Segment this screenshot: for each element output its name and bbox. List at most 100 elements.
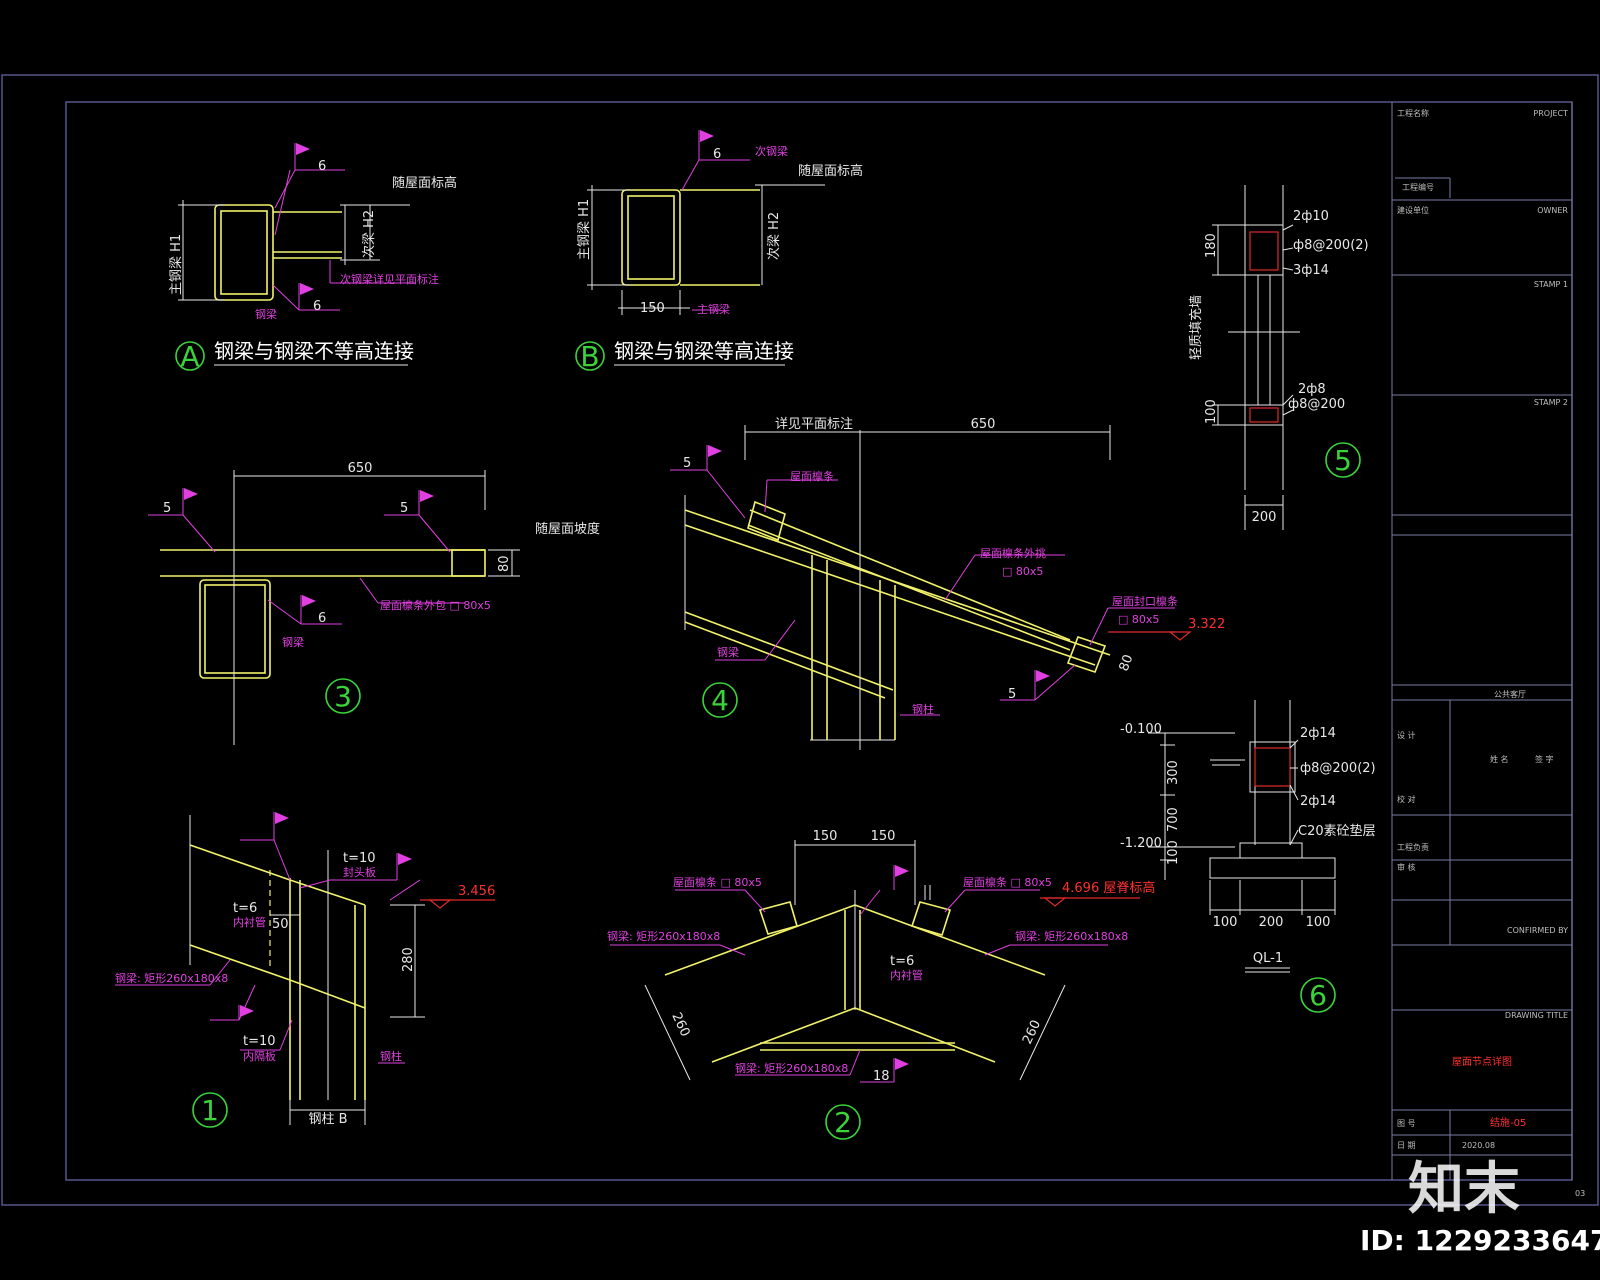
detail-2-h1: 260 <box>668 1010 692 1039</box>
detail-2: 2 150 150 屋面檩条 □ 80x5 屋面檩条 □ 80x5 4.696 … <box>607 829 1155 1140</box>
detail-5-r5: ф8@200 <box>1288 397 1345 412</box>
tb-check: 校 对 <box>1397 794 1416 804</box>
tb-date: 2020.08 <box>1462 1141 1495 1150</box>
detail-a-weld: 6 <box>318 159 326 174</box>
detail-b-main-beam: 主钢梁 H1 <box>577 199 592 260</box>
tb-date-label: 日 期 <box>1397 1141 1416 1150</box>
detail-1-beam: 钢梁: 矩形260x180x8 <box>115 971 228 985</box>
watermark: 知末 ID: 1229233647 <box>1360 1157 1600 1257</box>
detail-3-steel: 钢梁 <box>282 635 304 649</box>
detail-2-b1: 钢梁: 矩形260x180x8 <box>607 929 720 943</box>
tb-owner: 建设单位 <box>1397 205 1429 215</box>
detail-2-d2: 150 <box>871 829 896 844</box>
detail-a-title: 钢梁与钢梁不等高连接 <box>214 339 414 363</box>
detail-4-purlin: 屋面檩条 <box>790 469 834 483</box>
tb-drawing-title-label: DRAWING TITLE <box>1505 1011 1568 1020</box>
detail-4-dim-label: 详见平面标注 <box>775 417 853 432</box>
detail-1-t3b: 内隔板 <box>243 1049 276 1063</box>
detail-5-number: 5 <box>1334 444 1352 477</box>
detail-5-h1: 180 <box>1204 233 1219 258</box>
detail-a-steel: 钢梁 <box>255 307 277 321</box>
detail-5-w: 200 <box>1252 510 1277 525</box>
detail-5-r2: ф8@200(2) <box>1293 238 1369 253</box>
tb-drawing-no-label: 图 号 <box>1397 1119 1416 1128</box>
tb-confirmed: CONFIRMED BY <box>1507 926 1568 935</box>
detail-2-b2: 钢梁: 矩形260x180x8 <box>1015 929 1128 943</box>
tb-sig: 签 字 <box>1535 754 1554 764</box>
tb-recorded: 公共客厅 <box>1494 689 1526 699</box>
detail-6-e2: -1.200 <box>1120 836 1162 851</box>
tb-name: 姓 名 <box>1490 754 1509 764</box>
detail-b-sec: 次钢梁 <box>755 144 788 158</box>
detail-6-h3: 100 <box>1166 840 1181 865</box>
detail-4-w2: 5 <box>1008 687 1016 702</box>
detail-6-e1: -0.100 <box>1120 722 1162 737</box>
detail-6-h1: 300 <box>1166 760 1181 785</box>
detail-3-h: 80 <box>497 555 512 572</box>
tb-chief: 工程负责 <box>1397 842 1429 852</box>
detail-6-r3: 2ф14 <box>1300 794 1336 809</box>
detail-2-t: t=6 <box>890 954 914 969</box>
detail-b: B 钢梁与钢梁等高连接 6 次钢梁 随屋面标高 150 主钢梁 主钢梁 H1 次… <box>575 130 863 373</box>
detail-1-t3: t=10 <box>243 1034 276 1049</box>
tb-stamp1: STAMP 1 <box>1534 280 1568 289</box>
detail-3-dim: 650 <box>348 461 373 476</box>
detail-4-p2b: □ 80x5 <box>1002 565 1043 578</box>
detail-1-t2b: 内衬管 <box>233 915 266 929</box>
tb-sheet: 03 <box>1575 1189 1585 1198</box>
detail-5-r1: 2ф10 <box>1293 209 1329 224</box>
detail-a-sec: 次梁 H2 <box>361 210 377 258</box>
detail-4-elev: 3.322 <box>1188 617 1225 632</box>
detail-b-main: 主钢梁 <box>697 302 730 316</box>
detail-2-elev: 4.696 屋脊标高 <box>1062 880 1155 896</box>
detail-4-p2a: 屋面檩条外挑 <box>980 546 1046 560</box>
watermark-id: ID: 1229233647 <box>1360 1224 1600 1257</box>
detail-2-number: 2 <box>834 1106 852 1139</box>
detail-5-wall: 轻质填充墙 <box>1188 295 1204 360</box>
tb-owner-label: OWNER <box>1537 206 1568 215</box>
detail-6-number: 6 <box>1309 979 1327 1012</box>
detail-1-colB: 钢柱 B <box>308 1112 347 1127</box>
detail-1-number: 1 <box>201 1094 219 1127</box>
detail-6-w3: 100 <box>1306 915 1331 930</box>
detail-6-r2: ф8@200(2) <box>1300 761 1376 776</box>
detail-1-d280: 280 <box>401 947 416 972</box>
detail-1-t1: t=10 <box>343 851 376 866</box>
detail-2-d1: 150 <box>813 829 838 844</box>
detail-6-w1: 100 <box>1213 915 1238 930</box>
tb-approve: 审 核 <box>1397 862 1416 872</box>
tb-design: 设 计 <box>1397 730 1416 740</box>
watermark-brand: 知末 <box>1408 1157 1520 1222</box>
detail-1-elev: 3.456 <box>458 884 495 899</box>
detail-2-h2: 260 <box>1020 1018 1044 1047</box>
detail-4-beam: 钢梁 <box>717 645 739 659</box>
detail-6-name: QL-1 <box>1253 951 1283 966</box>
detail-2-w: 18 <box>873 1069 890 1084</box>
detail-1-d50: 50 <box>272 917 289 932</box>
detail-2-b3: 钢梁: 矩形260x180x8 <box>735 1061 848 1075</box>
detail-1: 1 t=10 封头板 t=6 内衬管 t=10 内隔板 50 280 钢梁: 矩… <box>115 812 495 1128</box>
detail-a-elev: 随屋面标高 <box>392 175 457 191</box>
detail-b-dim: 150 <box>640 301 665 316</box>
detail-3-w1: 5 <box>163 501 171 516</box>
detail-5: 5 2ф10 ф8@200(2) 3ф14 2ф8 ф8@200 180 100… <box>1188 185 1369 530</box>
detail-b-title: 钢梁与钢梁等高连接 <box>614 339 794 363</box>
detail-a-note: 次钢梁详见平面标注 <box>340 272 439 286</box>
detail-2-p1: 屋面檩条 □ 80x5 <box>673 875 762 889</box>
detail-3-elev: 随屋面坡度 <box>535 521 600 537</box>
tb-drawing-title: 屋面节点详图 <box>1452 1055 1512 1068</box>
tb-project-label: PROJECT <box>1533 109 1568 118</box>
detail-3-number: 3 <box>334 680 352 713</box>
detail-6-h2: 700 <box>1166 807 1181 832</box>
detail-4-w1: 5 <box>683 456 691 471</box>
detail-2-tb: 内衬管 <box>890 968 923 982</box>
tb-drawing-no: 结施-05 <box>1490 1116 1526 1129</box>
detail-1-col: 钢柱 <box>380 1049 402 1063</box>
outer-frame <box>1 74 1599 1206</box>
detail-4-number: 4 <box>711 684 729 717</box>
detail-6-w2: 200 <box>1259 915 1284 930</box>
detail-4-h: 80 <box>1117 653 1137 674</box>
detail-b-elev: 随屋面标高 <box>798 163 863 179</box>
tb-stamp2: STAMP 2 <box>1534 398 1568 407</box>
